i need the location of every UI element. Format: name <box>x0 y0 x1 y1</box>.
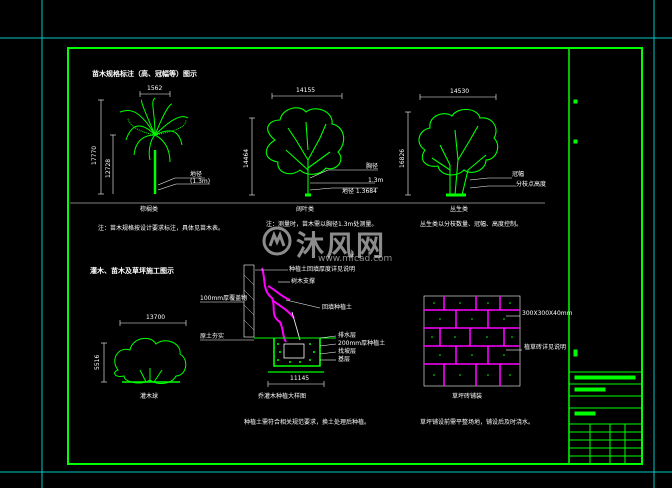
shrub-label: 灌木球 <box>140 393 159 400</box>
palm-tree-figure <box>98 91 210 195</box>
clustered-tree-figure <box>405 94 516 197</box>
planting-section-figure <box>200 264 337 387</box>
section-callout-7: 200mm厚种植土 <box>338 340 386 347</box>
section-label: 乔灌木种植大样图 <box>258 393 307 400</box>
cluster-leader-1: 冠幅 <box>512 171 525 178</box>
shrub-height-dim: 5516 <box>94 354 101 370</box>
cluster-label: 丛生类 <box>450 206 469 213</box>
note-3: 丛生类以分枝数量、冠幅、高度控制。 <box>420 221 523 228</box>
palm-height-dim2: 12728 <box>105 158 112 178</box>
palm-leader-2: (1.3m) <box>190 178 211 185</box>
cluster-width-dim: 14530 <box>450 88 470 95</box>
section-title-trees: 苗木规格标注（高、冠幅等）图示 <box>92 70 197 78</box>
watermark-text: 沐风网 <box>296 229 387 262</box>
section-callout-5: 原土夯实 <box>200 333 225 340</box>
watermark-url: www.mfcad.com <box>318 254 393 264</box>
section-callout-2: 树木支撑 <box>291 278 316 285</box>
broadleaf-width-dim: 14155 <box>296 87 316 94</box>
section-callout-9: 基层 <box>338 356 351 363</box>
note-5: 草坪铺设前需平整场地，铺设后及时浇水。 <box>420 419 535 426</box>
section-callout-6: 排水层 <box>338 332 357 339</box>
drawing-frame <box>67 47 643 465</box>
palm-height-dim: 17770 <box>91 145 98 165</box>
broadleaf-height-dim: 14464 <box>243 148 250 168</box>
broadleaf-tree-figure <box>249 93 378 197</box>
title-block <box>569 99 642 464</box>
palm-label: 棕榈类 <box>140 206 159 213</box>
section-callout-1: 种植土回填厚度详见说明 <box>289 266 356 273</box>
note-2: 注：测量时，苗木需以胸径1.3m处测量。 <box>266 221 378 228</box>
broadleaf-leader-1: 胸径 <box>366 163 379 170</box>
palm-leader-1: 地径 <box>190 171 203 178</box>
cluster-leader-2: 分枝点高度 <box>516 181 547 188</box>
section-title-shrubs: 灌木、苗木及草坪施工图示 <box>90 267 174 275</box>
paving-grid-figure <box>423 295 522 387</box>
note-4: 种植土需符合相关规范要求，换土处理后种植。 <box>244 419 371 426</box>
palm-width-dim: 1562 <box>147 85 163 92</box>
shrub-ball-figure <box>101 320 187 384</box>
cluster-height-dim: 16826 <box>399 148 406 168</box>
broadleaf-label: 阔叶类 <box>296 206 315 213</box>
broadleaf-leader-2: 1.3m <box>368 177 384 184</box>
broadleaf-leader-3: 地径 1.3684 <box>342 188 377 195</box>
section-width-dim: 11145 <box>290 375 310 382</box>
paving-callout-1: 300X300X40mm <box>522 310 573 317</box>
shrub-width-dim: 13700 <box>146 314 166 321</box>
paving-callout-2: 植草砖详见说明 <box>524 344 567 351</box>
section-callout-3: 回填种植土 <box>322 304 353 311</box>
section-callout-8: 找坡层 <box>338 348 357 355</box>
note-1: 注：苗木规格按设计要求标注，具体见苗木表。 <box>98 225 225 232</box>
watermark-logo-icon <box>262 226 292 256</box>
paving-label: 草坪砖铺装 <box>452 393 483 400</box>
section-callout-4: 100mm厚覆盖物 <box>200 295 248 302</box>
